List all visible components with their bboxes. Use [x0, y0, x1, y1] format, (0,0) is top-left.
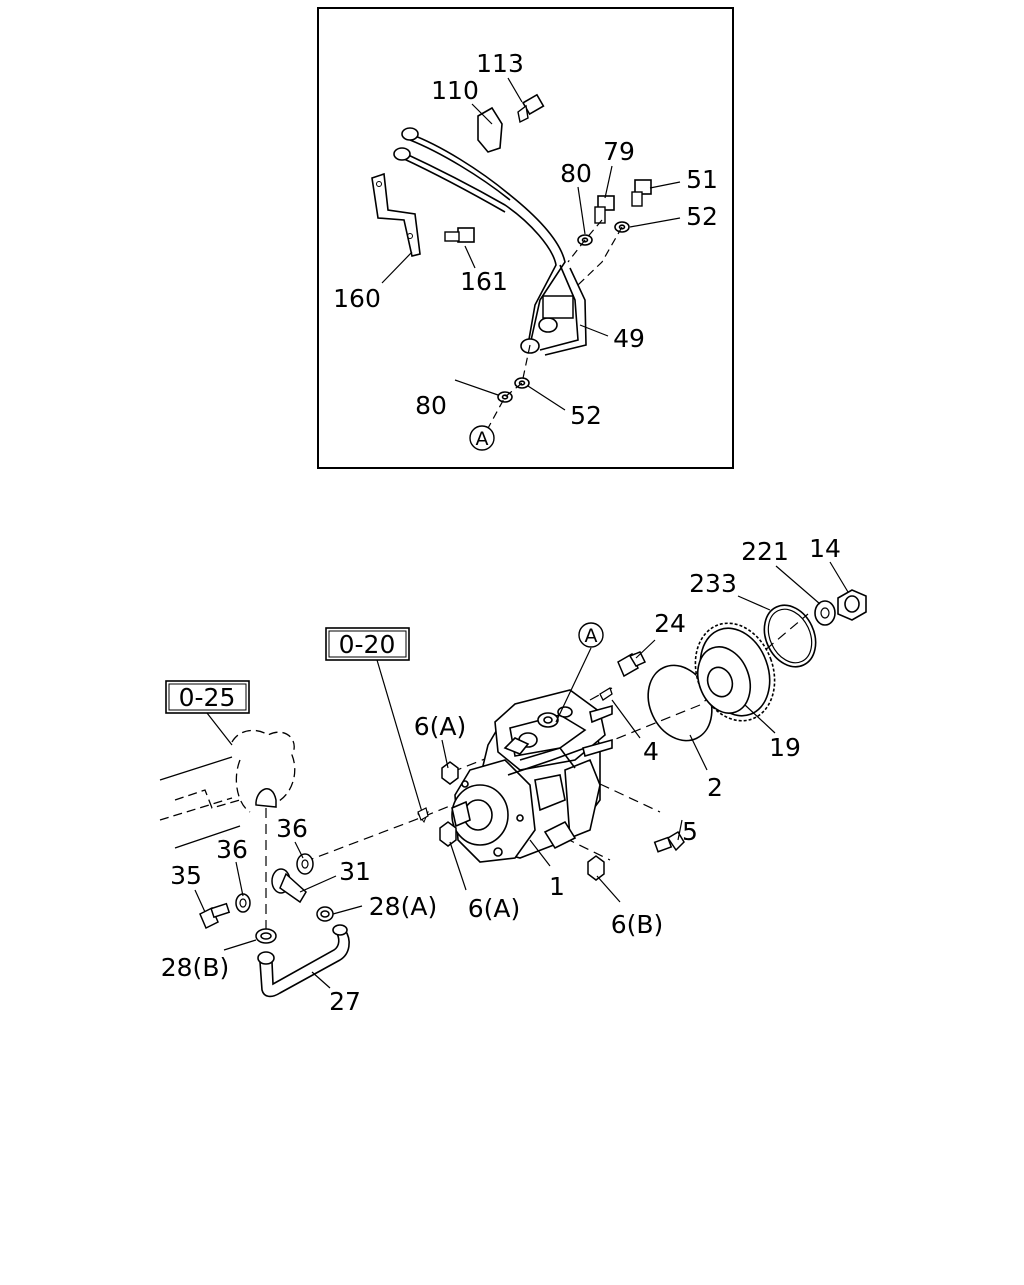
- woodruff-key: [417, 807, 429, 821]
- inset-frame: [317, 7, 734, 469]
- label-80-lower: 80: [415, 391, 447, 420]
- inset-leaders: [381, 77, 681, 411]
- label-28b: 28(B): [161, 953, 229, 982]
- gear-19: [694, 622, 776, 722]
- injection-pump-1: [451, 689, 613, 863]
- bolt-79: [594, 195, 615, 224]
- bolt-113: [517, 93, 545, 124]
- connector-a-inset-label: A: [476, 428, 489, 450]
- connector-a-inset: A: [469, 425, 495, 451]
- inset-fuel-line-detail: 113 110 79 80 51 52 161 160 49 80 52 A: [317, 7, 734, 469]
- main-leaders: [194, 561, 849, 989]
- engine-block-ghost: [159, 729, 296, 849]
- label-113: 113: [476, 49, 524, 78]
- clamp-110: [477, 106, 503, 153]
- label-1: 1: [549, 872, 565, 901]
- label-221: 221: [741, 537, 789, 566]
- label-6b: 6(B): [611, 910, 664, 939]
- bolt-5: [653, 830, 685, 853]
- ring-233: [763, 604, 817, 668]
- label-2: 2: [707, 773, 723, 802]
- label-49: 49: [613, 324, 645, 353]
- label-4: 4: [643, 737, 659, 766]
- label-160: 160: [333, 284, 381, 313]
- label-52-lower: 52: [570, 401, 602, 430]
- bolt-51: [631, 179, 652, 207]
- label-51: 51: [686, 165, 718, 194]
- label-161: 161: [460, 267, 508, 296]
- inset-alignment-lines: [486, 219, 623, 431]
- label-31: 31: [339, 857, 371, 886]
- label-5: 5: [682, 817, 698, 846]
- ref-0-20-label: 0-20: [339, 630, 396, 659]
- pipe-end-nuts: [393, 127, 574, 354]
- label-80-upper: 80: [560, 159, 592, 188]
- ref-0-25-label: 0-25: [179, 683, 236, 712]
- label-35: 35: [170, 861, 202, 890]
- bolt-161: [444, 227, 475, 243]
- fuel-pipes: [401, 133, 587, 356]
- hose-27: [257, 924, 350, 998]
- label-27: 27: [329, 987, 361, 1016]
- ref-box-0-25[interactable]: 0-25: [165, 680, 250, 714]
- bolt-35: [199, 902, 231, 930]
- label-6a-lower: 6(A): [468, 894, 521, 923]
- nut-6a-upper: [441, 761, 459, 785]
- ref-box-0-20[interactable]: 0-20: [325, 627, 410, 661]
- stud-24: [617, 651, 647, 678]
- clip-28b: [255, 928, 277, 944]
- clip-28a: [316, 906, 334, 922]
- connector-a-main-label: A: [585, 625, 598, 647]
- nut-14: [837, 589, 867, 621]
- label-19: 19: [769, 733, 801, 762]
- label-36-lower: 36: [216, 835, 248, 864]
- main-pump-assembly: 0-20 0-25: [159, 534, 867, 1016]
- label-52-upper: 52: [686, 202, 718, 231]
- key-4: [599, 687, 613, 701]
- label-14: 14: [809, 534, 841, 563]
- nut-6b: [587, 855, 605, 881]
- label-110: 110: [431, 76, 479, 105]
- label-28a: 28(A): [369, 892, 437, 921]
- label-79: 79: [603, 137, 635, 166]
- label-36-upper: 36: [276, 814, 308, 843]
- label-24: 24: [654, 609, 686, 638]
- connector-a-main: A: [578, 622, 604, 648]
- eye-fitting-31: [271, 868, 307, 904]
- label-233: 233: [689, 569, 737, 598]
- engine-outlet-fitting: [255, 788, 277, 808]
- nut-6a-lower: [439, 821, 457, 847]
- label-6a-upper: 6(A): [414, 712, 467, 741]
